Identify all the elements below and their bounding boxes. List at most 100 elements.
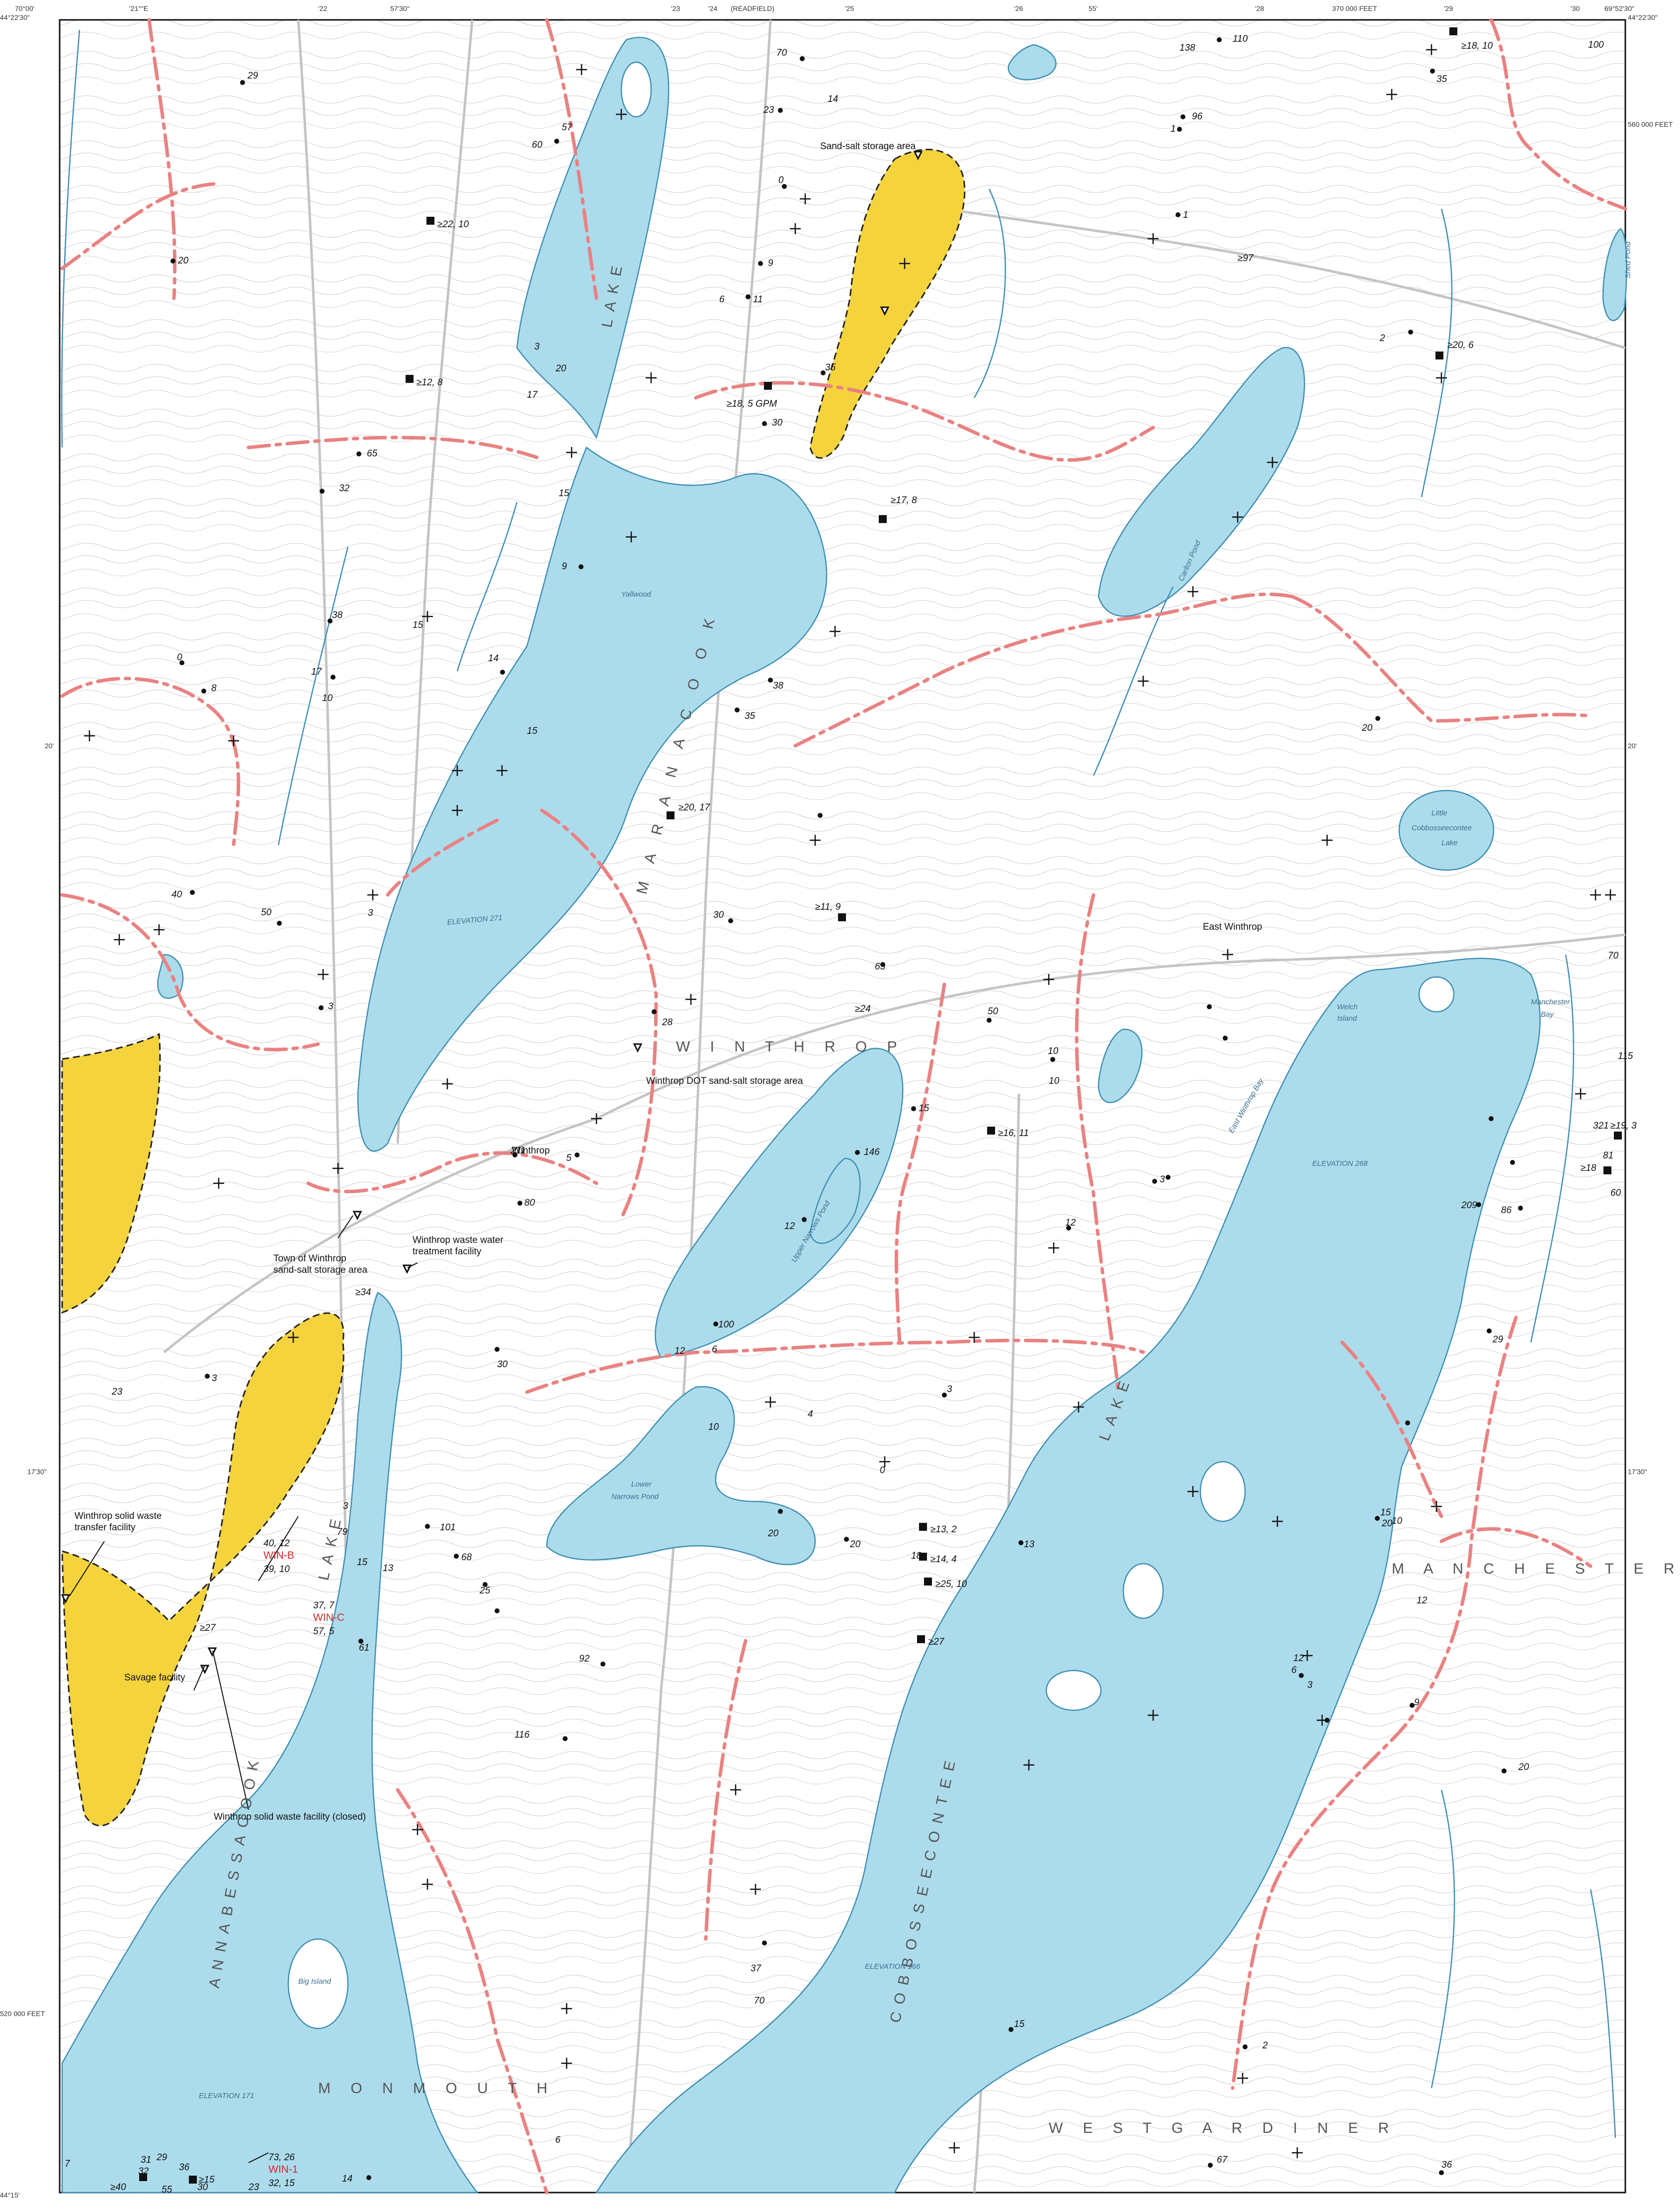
depth-label: 20: [1381, 1518, 1393, 1529]
depth-label: 70: [754, 1996, 765, 2006]
yield-label: ≥22, 10: [437, 219, 469, 230]
little-cobb-2: Cobbosseecontee: [1412, 824, 1472, 832]
win-c-values-1: 37, 7: [313, 1600, 335, 1611]
yield-label: ≥25, 10: [935, 1579, 967, 1589]
depth-label: 23: [248, 2182, 259, 2193]
yield-label: ≥11, 9: [815, 902, 841, 912]
depth-label: 96: [1192, 111, 1203, 122]
depth-labels: 29 20 70 23 14 57 60 0 9 6 11 35 30 3 20…: [65, 34, 1633, 2195]
yield-label: ≥18, 5 GPM: [727, 399, 777, 409]
little-cobb-1: Little: [1431, 809, 1447, 817]
elevation-268: ELEVATION 268: [1312, 1159, 1368, 1168]
depth-label: 23: [111, 1387, 123, 1397]
top-tick: '21''''E: [129, 4, 148, 12]
depth-label: 29: [247, 71, 258, 81]
streams: [61, 29, 1616, 2138]
depth-label: 50: [261, 907, 272, 918]
elevation-166: ELEVATION 166: [865, 1962, 921, 1971]
depth-label: 7: [65, 2159, 71, 2169]
label-solid-closed: Winthrop solid waste facility (closed): [214, 1812, 366, 1822]
lower-narrows-1: Lower: [631, 1480, 652, 1489]
depth-label: 79: [337, 1527, 348, 1537]
depth-label: 67: [1217, 2155, 1228, 2165]
depth-label: 31: [141, 2155, 151, 2165]
depth-label: 2: [1262, 2040, 1268, 2051]
win-c-values-2: 57, 5: [313, 1626, 335, 1637]
depth-label: 20: [555, 363, 567, 374]
depth-label: 12: [1417, 1595, 1428, 1606]
yield-label: ≥13, 2: [930, 1524, 957, 1535]
depth-label: 32: [138, 2166, 149, 2177]
depth-label: 116: [514, 1730, 530, 1740]
top-tick: '22: [318, 4, 327, 12]
lat-mid-right: 20': [1628, 742, 1637, 750]
island-c2: [1122, 1563, 1164, 1619]
depth-label: 17: [311, 667, 323, 677]
depth-label: 100: [718, 1320, 734, 1330]
yield-label: ≥17, 8: [891, 495, 917, 506]
elevation-171: ELEVATION 171: [199, 2092, 254, 2100]
facility-labels: Sand-salt storage area Winthrop DOT sand…: [75, 141, 916, 1822]
depth-label: 35: [825, 362, 836, 373]
depth-label: 15: [527, 726, 538, 736]
annabessacook-lake: [61, 1292, 479, 2194]
depth-label: 13: [1024, 1539, 1035, 1550]
label-town-winthrop-1: Town of Winthrop: [273, 1253, 346, 1264]
depth-label: 12: [1293, 1653, 1304, 1664]
depth-label: 10: [322, 693, 333, 704]
label-winthrop-dot: Winthrop DOT sand-salt storage area: [646, 1076, 803, 1086]
long-top-mid2: 55': [1089, 4, 1097, 12]
depth-label: 17: [527, 390, 538, 400]
depth-label: 0: [880, 1465, 885, 1476]
readfield-label: (READFIELD): [731, 4, 774, 12]
corner-top-left: 70°00': [15, 4, 34, 12]
depth-label: 3: [1307, 1680, 1313, 1690]
pond-mid: [809, 1157, 861, 1244]
win-b-values-1: 40, 12: [263, 1538, 290, 1549]
maranacook-lake: [357, 446, 828, 1152]
depth-label: 1: [1183, 210, 1188, 220]
yield-well-squares: [139, 27, 1622, 2184]
depth-label: 36: [179, 2162, 190, 2173]
depth-label: 92: [579, 1654, 590, 1664]
depth-label: 9: [562, 561, 567, 572]
little-cobbosseecontee-lake: [1398, 790, 1495, 871]
depth-label: 3: [534, 342, 540, 352]
depth-label: 20: [1518, 1762, 1529, 1772]
depth-label: 5: [566, 1153, 572, 1163]
lat-top-right: 44°22'30": [1628, 13, 1658, 21]
yield-label: ≥20, 6: [1447, 340, 1474, 351]
aquifer-north: [809, 149, 966, 459]
depth-label: 138: [1179, 43, 1195, 53]
depth-label: 15: [1014, 2019, 1025, 2029]
depth-label: 65: [367, 448, 378, 459]
depth-label: 12: [784, 1221, 795, 1232]
depth-label: 70: [1608, 951, 1619, 961]
depth-label: 40: [171, 889, 182, 900]
depth-label: 23: [763, 105, 774, 115]
depth-label: 10: [1049, 1076, 1060, 1086]
yield-label: ≥20, 17: [678, 802, 711, 813]
label-sand-salt-north: Sand-salt storage area: [820, 141, 916, 152]
depth-label: 55: [162, 2185, 172, 2195]
carlton-pond: [1097, 347, 1305, 617]
island-c3: [1045, 1670, 1102, 1711]
depth-label: 11: [753, 294, 763, 305]
depth-label: 38: [773, 681, 784, 691]
yield-label: ≥15: [199, 2175, 215, 2185]
yield-label: ≥97: [1238, 253, 1254, 264]
depth-label: 20: [767, 1528, 779, 1539]
depth-label: 29: [156, 2152, 168, 2163]
depth-label: 12: [674, 1346, 685, 1356]
aquifer-southwest: [61, 1312, 344, 1827]
leader-lines: [69, 1215, 418, 2163]
depth-label: 101: [440, 1522, 456, 1533]
label-town-winthrop-2: sand-salt storage area: [273, 1265, 367, 1275]
welch-island-1: Welch: [1337, 1003, 1357, 1011]
depth-label: 38: [332, 610, 343, 620]
depth-label: 61: [359, 1643, 369, 1653]
depth-label: 15: [1380, 1507, 1391, 1518]
depth-label: 18: [911, 1551, 922, 1561]
top-tick: '25: [845, 4, 854, 12]
depth-label: 321: [1593, 1121, 1609, 1131]
